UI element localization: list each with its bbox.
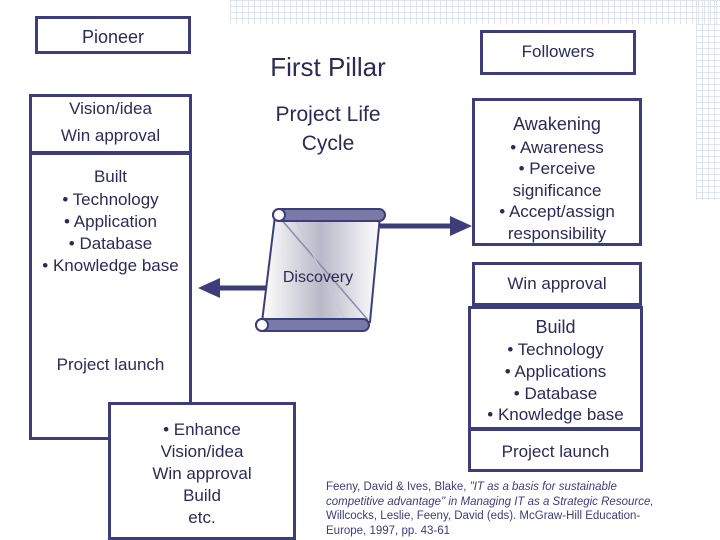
awakening-item-perceive: • Perceive bbox=[518, 159, 596, 178]
citation-editors: Willcocks, Leslie, Feeny, David (eds). M… bbox=[326, 510, 641, 537]
vision-box bbox=[29, 94, 192, 154]
citation: Feeny, David & Ives, Blake, "IT as a bas… bbox=[326, 480, 656, 538]
citation-title: "IT as a basis for sustainable competiti… bbox=[326, 481, 654, 508]
awakening-item-responsibility: responsibility bbox=[507, 224, 607, 243]
build-item-technology: • Technology bbox=[507, 340, 604, 359]
grid-background bbox=[230, 0, 720, 24]
awakening-item-significance: significance bbox=[512, 181, 602, 200]
project-launch-box bbox=[468, 428, 643, 472]
right-win-approval-label: Win approval bbox=[507, 274, 607, 293]
scroll-icon bbox=[255, 208, 386, 332]
first-pillar-title: First Pillar bbox=[270, 52, 386, 82]
enhance-line-3: Win approval bbox=[152, 464, 252, 483]
pioneer-box bbox=[35, 16, 191, 54]
built-item-technology: • Technology bbox=[62, 190, 159, 209]
win-approval-box bbox=[472, 262, 642, 306]
win-approval-label: Win approval bbox=[60, 126, 161, 145]
built-item-application: • Application bbox=[64, 212, 157, 231]
citation-authors: Feeny, David & Ives, Blake, bbox=[326, 481, 467, 493]
awakening-title: Awakening bbox=[513, 114, 601, 134]
pioneer-label: Pioneer bbox=[81, 27, 145, 47]
enhance-box bbox=[108, 402, 296, 540]
enhance-line-1: • Enhance bbox=[163, 420, 241, 439]
build-box bbox=[468, 306, 643, 430]
built-item-database: • Database bbox=[68, 234, 153, 253]
enhance-line-2: Vision/idea bbox=[160, 442, 244, 461]
build-item-knowledge-base: • Knowledge base bbox=[487, 405, 624, 424]
discovery-label: Discovery bbox=[282, 269, 354, 286]
arrow-right-icon bbox=[380, 216, 472, 236]
built-item-knowledge-base: • Knowledge base bbox=[42, 256, 179, 275]
followers-label: Followers bbox=[521, 42, 595, 61]
left-project-launch: Project launch bbox=[56, 355, 165, 374]
built-box bbox=[29, 152, 192, 440]
project-life-cycle-line1: Project Life bbox=[275, 103, 381, 126]
vision-label: Vision/idea bbox=[69, 99, 152, 118]
build-item-applications: • Applications bbox=[504, 362, 607, 381]
built-title: Built bbox=[93, 167, 128, 186]
project-life-cycle-line2: Cycle bbox=[301, 132, 355, 155]
awakening-item-accept: • Accept/assign bbox=[499, 202, 615, 221]
followers-box bbox=[480, 30, 636, 75]
grid-background-right bbox=[696, 0, 720, 200]
right-project-launch-label: Project launch bbox=[501, 442, 610, 461]
awakening-box bbox=[472, 98, 642, 246]
enhance-line-4: Build bbox=[183, 486, 221, 505]
build-title: Build bbox=[535, 317, 576, 337]
awakening-item-awareness: • Awareness bbox=[510, 138, 604, 157]
enhance-line-5: etc. bbox=[188, 508, 216, 527]
arrow-left-icon bbox=[198, 278, 275, 298]
build-item-database: • Database bbox=[513, 384, 598, 403]
